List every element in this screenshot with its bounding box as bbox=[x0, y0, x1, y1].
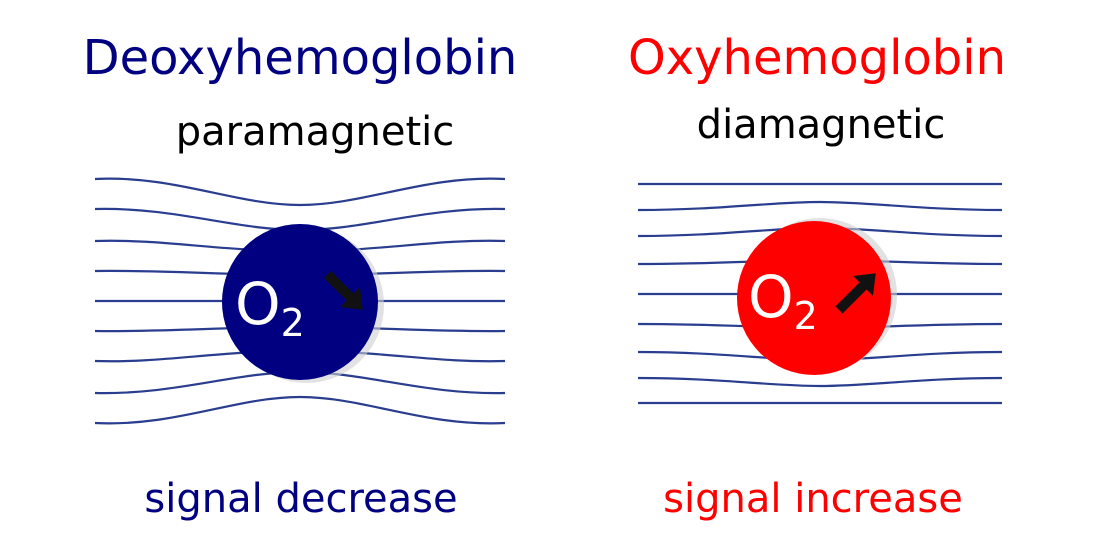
o2-label: O2 bbox=[235, 270, 305, 345]
deoxyhemoglobin-title: Deoxyhemoglobin bbox=[82, 30, 518, 86]
diamagnetic-label: diamagnetic bbox=[696, 102, 946, 148]
oxyhemoglobin-title: Oxyhemoglobin bbox=[627, 30, 1007, 86]
field-line bbox=[637, 376, 1003, 388]
signal-increase-label: signal increase bbox=[663, 476, 963, 522]
field-line bbox=[94, 177, 506, 207]
o2-label: O2 bbox=[748, 263, 818, 338]
o2-symbol: O bbox=[235, 270, 281, 338]
o2-subscript: 2 bbox=[794, 294, 818, 338]
diamagnetic-field-diagram: O2 bbox=[637, 182, 1003, 405]
deoxy-o2-molecule bbox=[222, 224, 378, 380]
spin-arrow-icon bbox=[835, 273, 876, 314]
o2-symbol: O bbox=[748, 263, 794, 331]
oxy-o2-molecule bbox=[737, 221, 891, 375]
paramagnetic-label: paramagnetic bbox=[175, 109, 455, 155]
field-line bbox=[637, 200, 1003, 212]
field-line bbox=[94, 395, 506, 425]
signal-decrease-label: signal decrease bbox=[144, 476, 458, 522]
paramagnetic-field-diagram: O2 bbox=[94, 177, 506, 425]
o2-subscript: 2 bbox=[281, 301, 305, 345]
spin-arrow-icon bbox=[323, 270, 363, 310]
